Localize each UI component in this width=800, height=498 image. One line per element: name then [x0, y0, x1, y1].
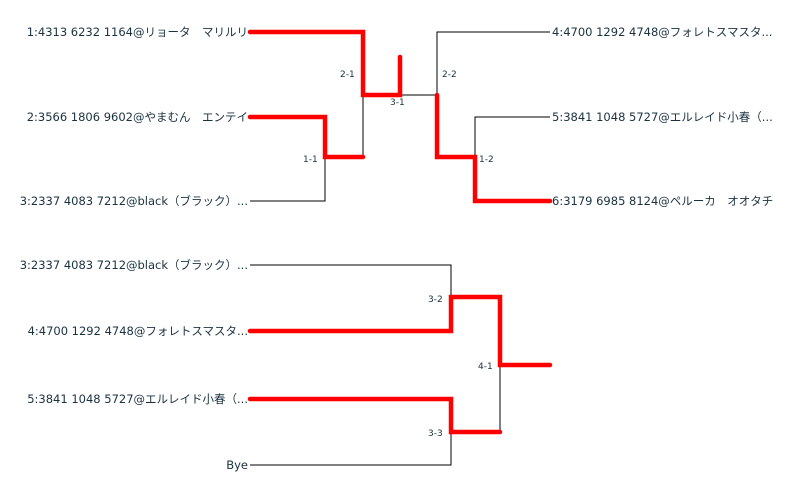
win-path-b5: [247, 396, 503, 435]
win-path-1: [247, 29, 403, 98]
bottom-entry-bye: Bye: [226, 458, 248, 472]
bottom-entry-5[interactable]: 5:3841 1048 5727@エルレイド小春（...: [27, 392, 248, 406]
match-label-2-1: 2-1: [340, 70, 355, 80]
line-bye-to-3-3: [250, 432, 452, 466]
match-label-3-1: 3-1: [390, 98, 405, 108]
entry-1[interactable]: 1:4313 6232 1164@リョータ マリルリ: [26, 25, 248, 39]
match-label-3-3: 3-3: [428, 429, 443, 439]
line-3-to-1-1: [250, 157, 326, 202]
match-label-4-1: 4-1: [478, 362, 493, 372]
line-5-to-1-2: [474, 116, 550, 157]
bottom-entry-3[interactable]: 3:2337 4083 7212@black（ブラック）...: [19, 258, 248, 272]
bottom-entry-4[interactable]: 4:4700 1292 4748@フォレトスマスタ...: [27, 324, 248, 338]
entry-6[interactable]: 6:3179 6985 8124@ペルーカ オオタチ: [552, 194, 774, 208]
win-path-2: [247, 114, 366, 160]
line-b3-to-3-2: [250, 264, 452, 297]
entry-5[interactable]: 5:3841 1048 5727@エルレイド小春（...: [552, 110, 773, 124]
win-path-b4: [247, 294, 553, 368]
entry-3[interactable]: 3:2337 4083 7212@black（ブラック）...: [19, 194, 248, 208]
match-label-2-2: 2-2: [442, 70, 457, 80]
entry-4[interactable]: 4:4700 1292 4748@フォレトスマスタ...: [552, 25, 773, 39]
match-label-3-2: 3-2: [428, 295, 443, 305]
win-path-6: [434, 92, 553, 204]
entry-2[interactable]: 2:3566 1806 9602@やまむん エンテイ: [26, 110, 248, 124]
match-label-1-2: 1-2: [479, 155, 494, 165]
match-label-1-1: 1-1: [303, 155, 318, 165]
line-4-to-2-2: [436, 31, 550, 95]
